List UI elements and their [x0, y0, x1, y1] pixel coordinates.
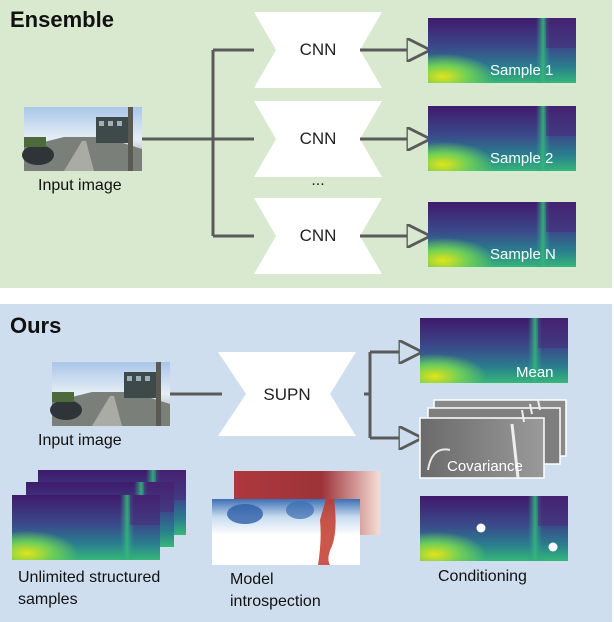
- ensemble-connectors: [142, 48, 254, 238]
- ensemble-networks: [254, 12, 382, 274]
- ellipsis-label: ...: [311, 172, 325, 189]
- covariance-label: Covariance: [447, 458, 523, 475]
- structured-samples-stack: [12, 470, 186, 560]
- ours-input-label: Input image: [38, 432, 122, 449]
- cnn-shape-2: [254, 101, 382, 177]
- ensemble-title: Ensemble: [10, 7, 114, 32]
- ensemble-input-label: Input image: [38, 177, 122, 194]
- supn-label: SUPN: [263, 385, 311, 404]
- cnn-shape-3: [254, 198, 382, 274]
- sample-label-1: Sample 1: [490, 62, 554, 79]
- ours-connectors: [170, 352, 420, 438]
- cnn-shape-1: [254, 12, 382, 88]
- structured-samples-label-line1: Unlimited structured: [18, 569, 161, 586]
- conditioning-image: [420, 496, 568, 561]
- conditioning-label: Conditioning: [438, 568, 527, 585]
- introspection-label-line1: Model: [230, 571, 274, 588]
- cnn-label-3: CNN: [299, 226, 337, 245]
- condition-point-1: [476, 523, 486, 533]
- ensemble-output-arrows: [360, 50, 428, 236]
- ours-input-image: [50, 362, 170, 426]
- covariance-images: [419, 399, 567, 479]
- ensemble-input-image: [22, 107, 142, 171]
- sample-label-n: Sample N: [490, 246, 556, 263]
- introspection-maps: [212, 471, 380, 565]
- cnn-label-1: CNN: [299, 40, 337, 59]
- condition-point-2: [548, 542, 558, 552]
- ours-title: Ours: [10, 313, 62, 338]
- supn-shape: [218, 352, 356, 436]
- mean-label: Mean: [516, 364, 554, 381]
- structured-samples-label-line2: samples: [18, 591, 78, 608]
- sample-label-2: Sample 2: [490, 150, 554, 167]
- cnn-label-2: CNN: [299, 129, 337, 148]
- introspection-label-line2: introspection: [230, 593, 321, 610]
